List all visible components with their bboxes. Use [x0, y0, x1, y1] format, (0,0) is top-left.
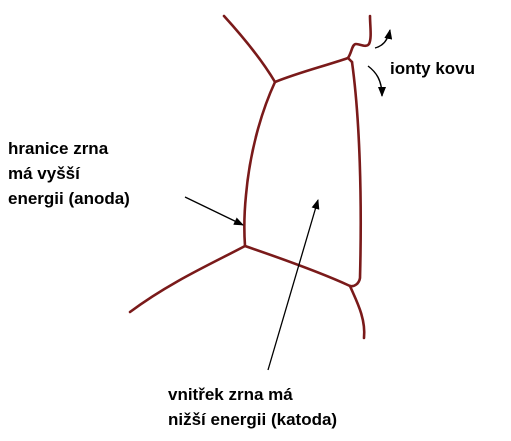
boundary-top-left	[224, 16, 275, 82]
boundary-bottom-inner	[245, 246, 350, 286]
ion-arrow-up-icon	[375, 30, 390, 48]
label-grain-boundary: hranice zrna má vyšší energii (anoda)	[8, 136, 130, 211]
label-grain-interior: vnitřek zrna má nižší energii (katoda)	[168, 382, 337, 432]
label-grain-boundary-line-2: má vyšší	[8, 161, 130, 186]
label-grain-interior-line-1: vnitřek zrna má	[168, 382, 337, 407]
boundary-top-right	[275, 58, 348, 82]
boundary-bottom-left	[130, 246, 245, 312]
boundary-bottom-right	[350, 286, 364, 338]
label-metal-ions: ionty kovu	[390, 56, 475, 81]
ion-arrow-down-icon	[368, 66, 382, 96]
boundary-left-grain-edge	[244, 82, 275, 246]
boundary-pointer-arrow	[185, 197, 243, 225]
label-grain-interior-line-2: nižší energii (katoda)	[168, 407, 337, 432]
boundary-groove-join	[348, 58, 352, 62]
interior-pointer-arrow	[268, 200, 318, 370]
label-grain-boundary-line-1: hranice zrna	[8, 136, 130, 161]
label-grain-boundary-line-3: energii (anoda)	[8, 186, 130, 211]
boundary-right-grain-edge	[350, 62, 361, 286]
boundary-ion-groove	[348, 16, 371, 58]
label-metal-ions-text: ionty kovu	[390, 56, 475, 81]
